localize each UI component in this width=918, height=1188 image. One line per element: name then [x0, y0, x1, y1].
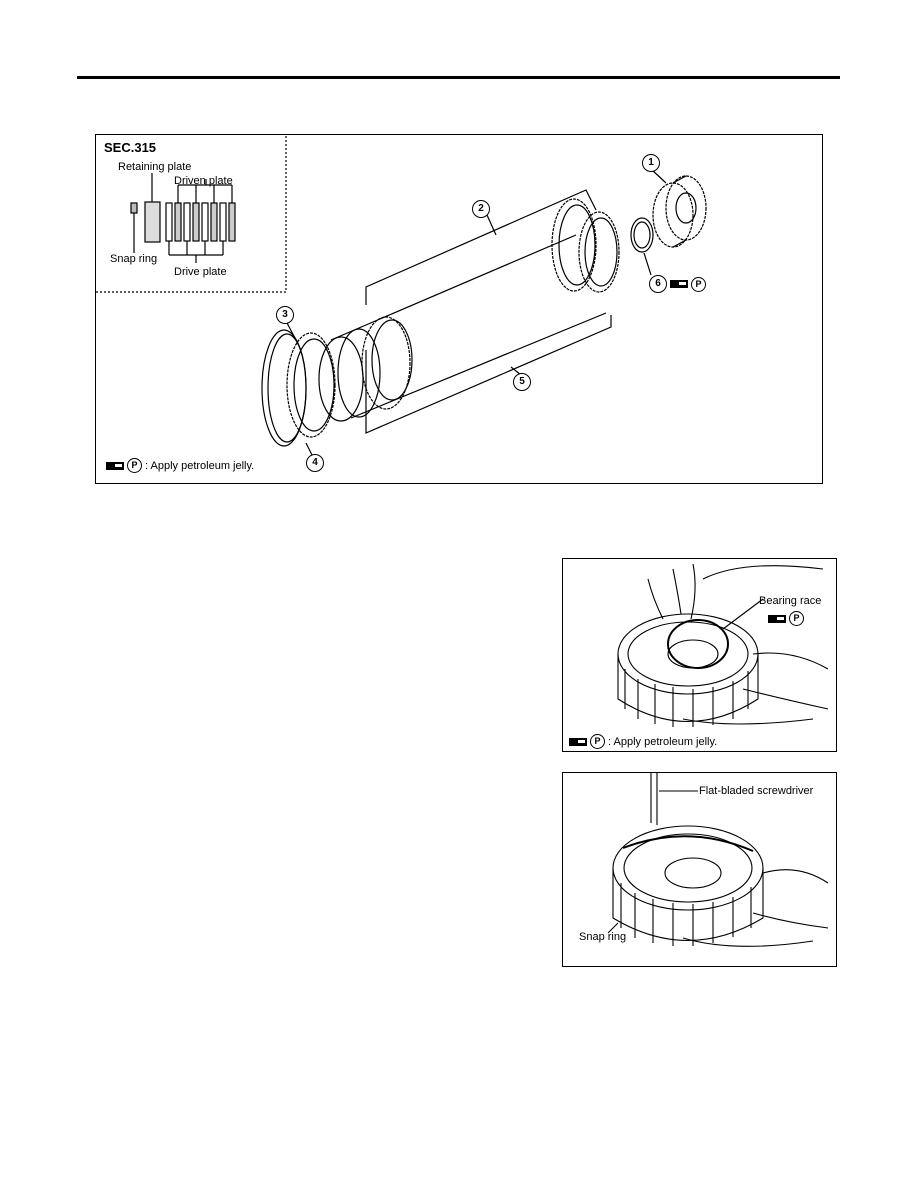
callout-4: 4 [306, 454, 324, 472]
drive-plate-label: Drive plate [174, 266, 227, 278]
petroleum-jelly-pump-icon [569, 737, 587, 746]
p-symbol-icon: P [789, 611, 804, 626]
snap-ring-drawing [607, 773, 829, 947]
clutch-exploded-drawing [96, 135, 707, 456]
bearing-race-photo-figure: Bearing race P P : Apply petroleum jelly… [562, 558, 837, 752]
p-symbol-icon: P [691, 276, 706, 292]
callout-6: 6 [649, 275, 667, 293]
bearing-race-label: Bearing race [759, 595, 822, 607]
callout-2: 2 [472, 200, 490, 218]
p-symbol-icon: P [590, 734, 605, 749]
snap-ring-photo-figure: Flat-bladed screwdriver Snap ring [562, 772, 837, 967]
bearing-race-drawing [617, 563, 829, 727]
callout-6-jelly: 6 P [649, 275, 706, 293]
driven-plate-label: Driven plate [174, 175, 233, 187]
jelly-legend: P : Apply petroleum jelly. [106, 458, 254, 473]
exploded-view-figure: SEC.315 Retaining plate Driven plate Sna… [95, 134, 823, 484]
p-symbol-icon: P [127, 458, 142, 473]
callout-1: 1 [642, 154, 660, 172]
petroleum-jelly-pump-icon [670, 280, 688, 288]
jelly-legend-text: : Apply petroleum jelly. [608, 735, 718, 748]
header-rule [77, 76, 840, 79]
callout-5: 5 [513, 373, 531, 391]
snap-ring-label: Snap ring [110, 253, 158, 265]
callout-3: 3 [276, 306, 294, 324]
petroleum-jelly-pump-icon [106, 461, 124, 470]
section-label: SEC.315 [104, 140, 157, 155]
bearing-race-jelly: P [768, 611, 804, 626]
petroleum-jelly-pump-icon [768, 614, 786, 623]
snap-ring-label: Snap ring [579, 931, 627, 943]
retaining-plate-label: Retaining plate [118, 161, 192, 173]
jelly-legend: P : Apply petroleum jelly. [569, 734, 717, 749]
screwdriver-label: Flat-bladed screwdriver [699, 785, 814, 797]
jelly-legend-text: : Apply petroleum jelly. [145, 459, 255, 472]
